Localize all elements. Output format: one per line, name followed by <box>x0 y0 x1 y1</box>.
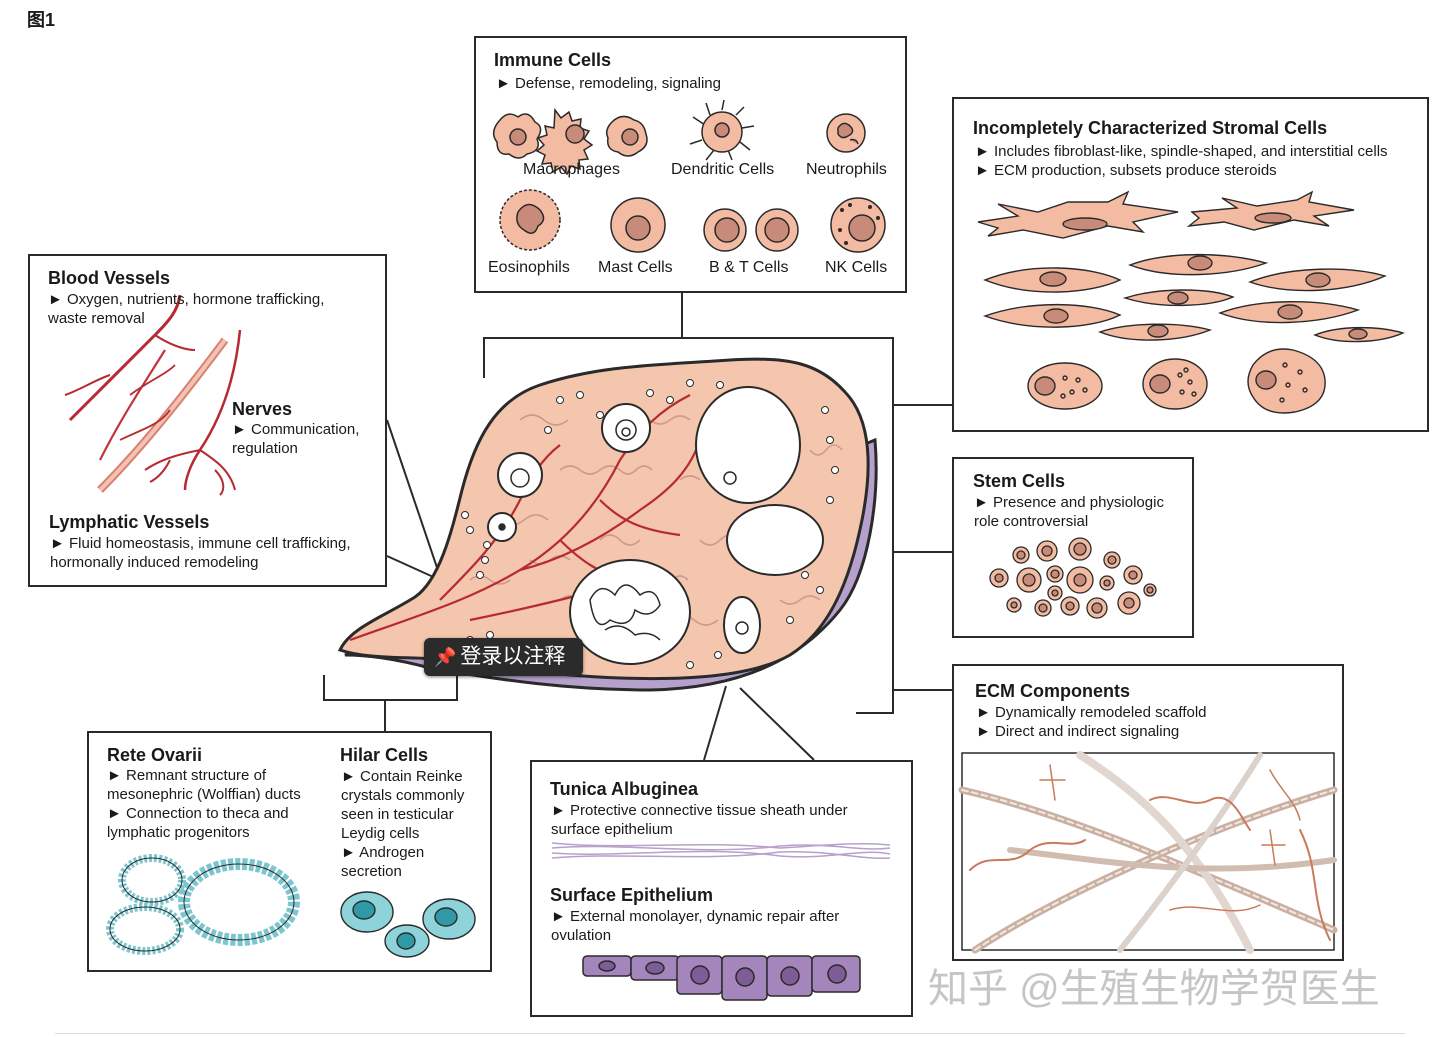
tunica-albuginea-title: Tunica Albuginea <box>550 779 699 799</box>
nerve <box>183 329 242 491</box>
hilar-cells-desc-1: ► Contain Reinke <box>341 768 463 785</box>
stromal-cells-desc-1: ► Includes fibroblast-like, spindle-shap… <box>975 143 1388 160</box>
stromal-cell <box>1186 190 1355 231</box>
tunica-epithelium-box <box>530 760 913 1017</box>
stem-cells-desc-2: role controversial <box>974 513 1089 530</box>
label-macrophages: Macrophages <box>523 161 620 178</box>
surface-epithelium-title: Surface Epithelium <box>550 885 714 905</box>
ecm-drawing <box>958 751 1338 954</box>
rete-hilar-box <box>87 731 492 972</box>
ecm-desc-2: ► Direct and indirect signaling <box>976 723 1180 740</box>
ovary-follicle <box>726 504 824 576</box>
surface-epithelium-desc-1: ► External monolayer, dynamic repair aft… <box>551 908 840 925</box>
immune-cells-desc: ► Defense, remodeling, signaling <box>496 75 721 92</box>
stromal-cells-title: Incompletely Characterized Stromal Cells <box>973 118 1328 138</box>
login-to-annotate-button[interactable]: 📌登录以注释 <box>424 638 583 676</box>
interstitial-cell <box>1142 358 1208 410</box>
rete-ovarii-desc-2: mesonephric (Wolffian) ducts <box>107 786 301 803</box>
login-to-annotate-label: 登录以注释 <box>460 645 566 668</box>
rete-ovarii-desc-4: lymphatic progenitors <box>107 824 250 841</box>
stromal-cell-drawings <box>977 190 1406 414</box>
lymphatic-vessels-title: Lymphatic Vessels <box>49 512 210 532</box>
ovary-follicle <box>497 452 543 498</box>
dendritic-cell <box>689 99 755 161</box>
ecm-box <box>952 664 1344 961</box>
pin-icon: 📌 <box>434 647 457 667</box>
immune-cells-title: Immune Cells <box>494 50 612 70</box>
immune-cells-box <box>474 36 907 293</box>
lymphatic-vessels-desc-2: hormonally induced remodeling <box>50 554 259 571</box>
stem-cells-title: Stem Cells <box>973 471 1066 491</box>
hilar-cell-drawings <box>340 891 476 958</box>
stromal-cell <box>977 190 1179 239</box>
rete-ovarii-desc-3: ► Connection to theca and <box>107 805 289 822</box>
stem-cells-desc-1: ► Presence and physiologic <box>974 494 1164 511</box>
hilar-cells-desc-4: Leydig cells <box>341 825 420 842</box>
blood-vessels-desc-1: ► Oxygen, nutrients, hormone trafficking… <box>48 291 325 308</box>
ovary-corpus-luteum <box>569 559 691 665</box>
lymphatic-vessels-desc-1: ► Fluid homeostasis, immune cell traffic… <box>50 535 351 552</box>
hilar-cells-desc-2: crystals commonly <box>341 787 465 804</box>
ecm-desc-1: ► Dynamically remodeled scaffold <box>976 704 1207 721</box>
ovary-illustration <box>337 357 878 692</box>
nerves-desc-1: ► Communication, <box>232 421 360 438</box>
stem-cells-box <box>952 457 1194 638</box>
label-b-t-cells: B & T Cells <box>709 259 789 276</box>
bottom-divider <box>55 1033 1405 1034</box>
ecm-title: ECM Components <box>975 681 1130 701</box>
ovary-follicle <box>695 386 801 504</box>
label-nk-cells: NK Cells <box>825 259 888 276</box>
nerves-desc-2: regulation <box>232 440 298 457</box>
figure-label: 图1 <box>27 10 56 30</box>
watermark: 知乎 @生殖生物学贺医生 <box>928 967 1380 1011</box>
label-eosinophils: Eosinophils <box>488 259 570 276</box>
immune-cell-drawings <box>492 99 886 253</box>
rete-ovarii-desc-1: ► Remnant structure of <box>107 767 267 784</box>
rete-ovarii-drawing <box>106 854 300 955</box>
hilar-cells-desc-5: ► Androgen <box>341 844 425 861</box>
label-dendritic-cells: Dendritic Cells <box>671 161 775 178</box>
hilar-cells-desc-3: seen in testicular <box>341 806 454 823</box>
ovary-follicle <box>723 596 761 654</box>
label-neutrophils: Neutrophils <box>806 161 887 178</box>
label-mast-cells: Mast Cells <box>598 259 673 276</box>
vessel-drawings <box>64 294 242 496</box>
blood-vessels-desc-2: waste removal <box>48 310 145 327</box>
tunica-drawing <box>551 842 891 860</box>
hilar-cells-desc-6: secretion <box>341 863 402 880</box>
stromal-cells-desc-2: ► ECM production, subsets produce steroi… <box>975 162 1277 179</box>
hilar-cells-title: Hilar Cells <box>340 745 429 765</box>
stem-cell-drawings <box>989 537 1157 619</box>
blood-vessels-title: Blood Vessels <box>48 268 171 288</box>
tunica-albuginea-desc-1: ► Protective connective tissue sheath un… <box>551 802 848 819</box>
nerves-title: Nerves <box>232 399 293 419</box>
interstitial-cell <box>1247 348 1326 414</box>
rete-ovarii-title: Rete Ovarii <box>107 745 203 765</box>
surface-epithelium-desc-2: ovulation <box>551 927 612 944</box>
connector-lines <box>323 293 952 761</box>
stromal-cells-box <box>952 97 1429 432</box>
interstitial-cell <box>1027 362 1103 410</box>
surface-epithelium-drawing <box>582 955 861 1001</box>
vessels-box <box>28 254 387 587</box>
tunica-albuginea-desc-2: surface epithelium <box>551 821 673 838</box>
